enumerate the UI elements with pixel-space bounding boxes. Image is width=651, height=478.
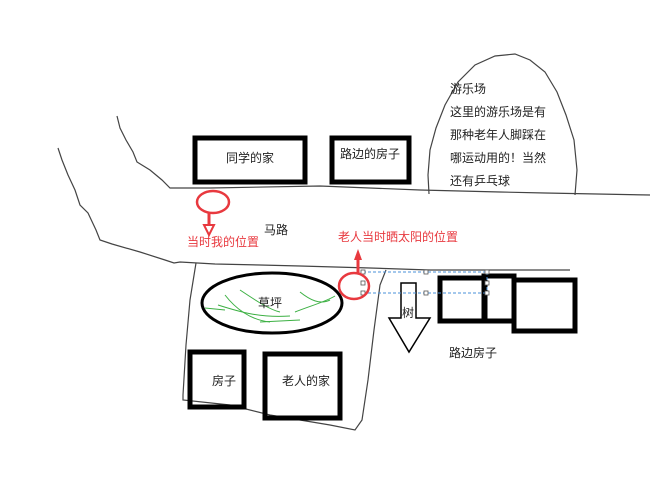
road-edge-top <box>116 115 651 196</box>
roadside-house-box <box>329 135 412 185</box>
my-position-circle <box>195 189 231 215</box>
playground-text: 游乐场 这里的游乐场是有 那种老年人脚踩在 哪运动用的！当然 还有乒乓球 <box>450 78 546 193</box>
playground-line: 这里的游乐场是有 <box>450 105 547 119</box>
tree-arrow <box>387 282 432 354</box>
playground-title: 游乐场 <box>450 82 487 96</box>
roadside-house-1 <box>437 275 488 324</box>
classmate-house-box <box>192 135 308 185</box>
lawn-label: 草坪 <box>258 296 283 310</box>
elder-house-label: 老人的家 <box>282 374 331 388</box>
elder-position-label: 老人当时晒太阳的位置 <box>338 230 459 244</box>
classmate-house-label: 同学的家 <box>226 151 275 165</box>
elder-house-box <box>262 351 343 421</box>
elder-position-circle <box>337 271 371 301</box>
playground-line: 哪运动用的！当然 <box>450 151 547 165</box>
selection-handles <box>360 269 490 296</box>
house-label: 房子 <box>212 374 237 388</box>
house-box <box>187 349 247 410</box>
up-arrow-icon <box>354 249 362 260</box>
playground-outline <box>427 53 578 196</box>
lawn-ellipse <box>200 271 344 335</box>
playground-line: 那种老年人脚踩在 <box>450 128 547 142</box>
grass-strokes <box>204 289 336 323</box>
roadside-houses-label: 路边房子 <box>449 346 498 360</box>
my-position-label: 当时我的位置 <box>187 235 260 249</box>
roadside-house-3 <box>511 277 578 334</box>
down-arrow-icon <box>202 224 216 238</box>
roadside-house-label: 路边的房子 <box>340 147 401 161</box>
road-label: 马路 <box>264 223 289 237</box>
tree-label: 树 <box>402 306 415 320</box>
playground-line: 还有乒乓球 <box>450 174 511 188</box>
